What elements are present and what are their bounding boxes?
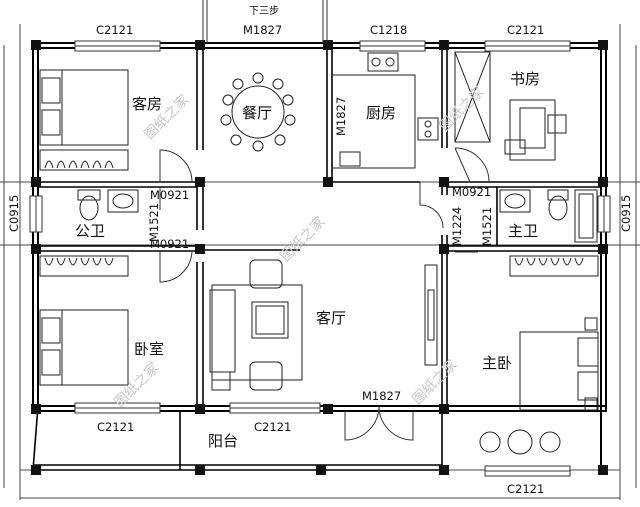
code-m1827-bottom: M1827 <box>362 389 401 403</box>
code-c1218: C1218 <box>370 23 407 37</box>
code-m0921-right: M0921 <box>452 185 491 199</box>
code-c0915-left: C0915 <box>7 195 21 232</box>
room-label-dining: 餐厅 <box>242 104 272 122</box>
code-m1224: M1224 <box>450 207 464 246</box>
code-m1827-kitchen: M1827 <box>334 97 348 136</box>
room-label-master-bath: 主卫 <box>508 222 538 240</box>
room-label-balcony: 阳台 <box>208 432 238 450</box>
room-label-living: 客厅 <box>316 309 346 327</box>
code-c0915-right: C0915 <box>619 195 633 232</box>
code-c2121-guest: C2121 <box>96 23 133 37</box>
room-label-study: 书房 <box>510 70 540 88</box>
room-label-bedroom: 卧室 <box>134 340 164 358</box>
watermark-5: 图纸之家 <box>409 356 461 408</box>
code-m1827-top: M1827 <box>243 23 282 37</box>
windows <box>29 40 611 477</box>
room-labels: 客房 餐厅 厨房 书房 公卫 主卫 卧室 客厅 主卧 阳台 <box>75 70 540 450</box>
watermark-3: 图纸之家 <box>277 213 329 265</box>
window-door-codes: C2121 下三步 M1827 C1218 C2121 M1827 M0921 … <box>7 5 633 496</box>
dimension-lines <box>0 24 640 500</box>
watermark-2: 图纸之家 <box>436 83 488 135</box>
furniture <box>39 51 599 455</box>
columns <box>31 40 608 475</box>
room-label-master-bedroom: 主卧 <box>482 354 512 372</box>
code-c2121-bedroom: C2121 <box>97 420 134 434</box>
interior-walls <box>32 43 601 471</box>
code-c2121-study: C2121 <box>507 23 544 37</box>
code-m0921-lower: M0921 <box>150 237 189 251</box>
code-c2121-master: C2121 <box>507 482 544 496</box>
steps-note: 下三步 <box>249 5 279 17</box>
room-label-guest: 客房 <box>132 95 162 113</box>
doors <box>159 147 490 441</box>
code-m0921-upper: M0921 <box>150 188 189 202</box>
entrance-steps <box>202 0 328 43</box>
room-label-public-bath: 公卫 <box>75 222 105 240</box>
code-c2121-living: C2121 <box>254 420 291 434</box>
room-label-kitchen: 厨房 <box>366 104 396 122</box>
code-m1521-right: M1521 <box>480 207 494 246</box>
code-m1521-left: M1521 <box>147 203 161 242</box>
